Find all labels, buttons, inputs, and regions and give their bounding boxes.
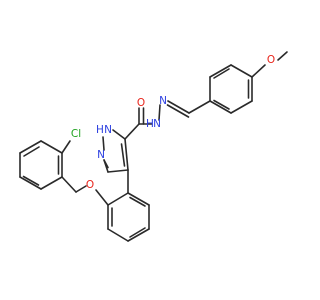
atom-n1-pyrazole: N xyxy=(104,124,112,136)
atom-n-amide: N xyxy=(153,118,161,130)
atom-h-amide: H xyxy=(146,118,154,130)
bond-lines xyxy=(19,51,288,242)
atom-o-carbonyl: O xyxy=(137,97,145,109)
atom-n2-pyrazole: N xyxy=(97,149,105,161)
atom-h-pyrazole: H xyxy=(96,124,104,136)
atom-labels: O N H N O N H N O Cl xyxy=(71,54,275,191)
atom-o-methoxy: O xyxy=(267,54,275,66)
atom-o-ether: O xyxy=(86,179,94,191)
atom-n-imine: N xyxy=(159,95,167,107)
molecule-structure: O N H N O N H N O Cl xyxy=(19,51,288,242)
atom-chlorine: Cl xyxy=(71,128,81,140)
